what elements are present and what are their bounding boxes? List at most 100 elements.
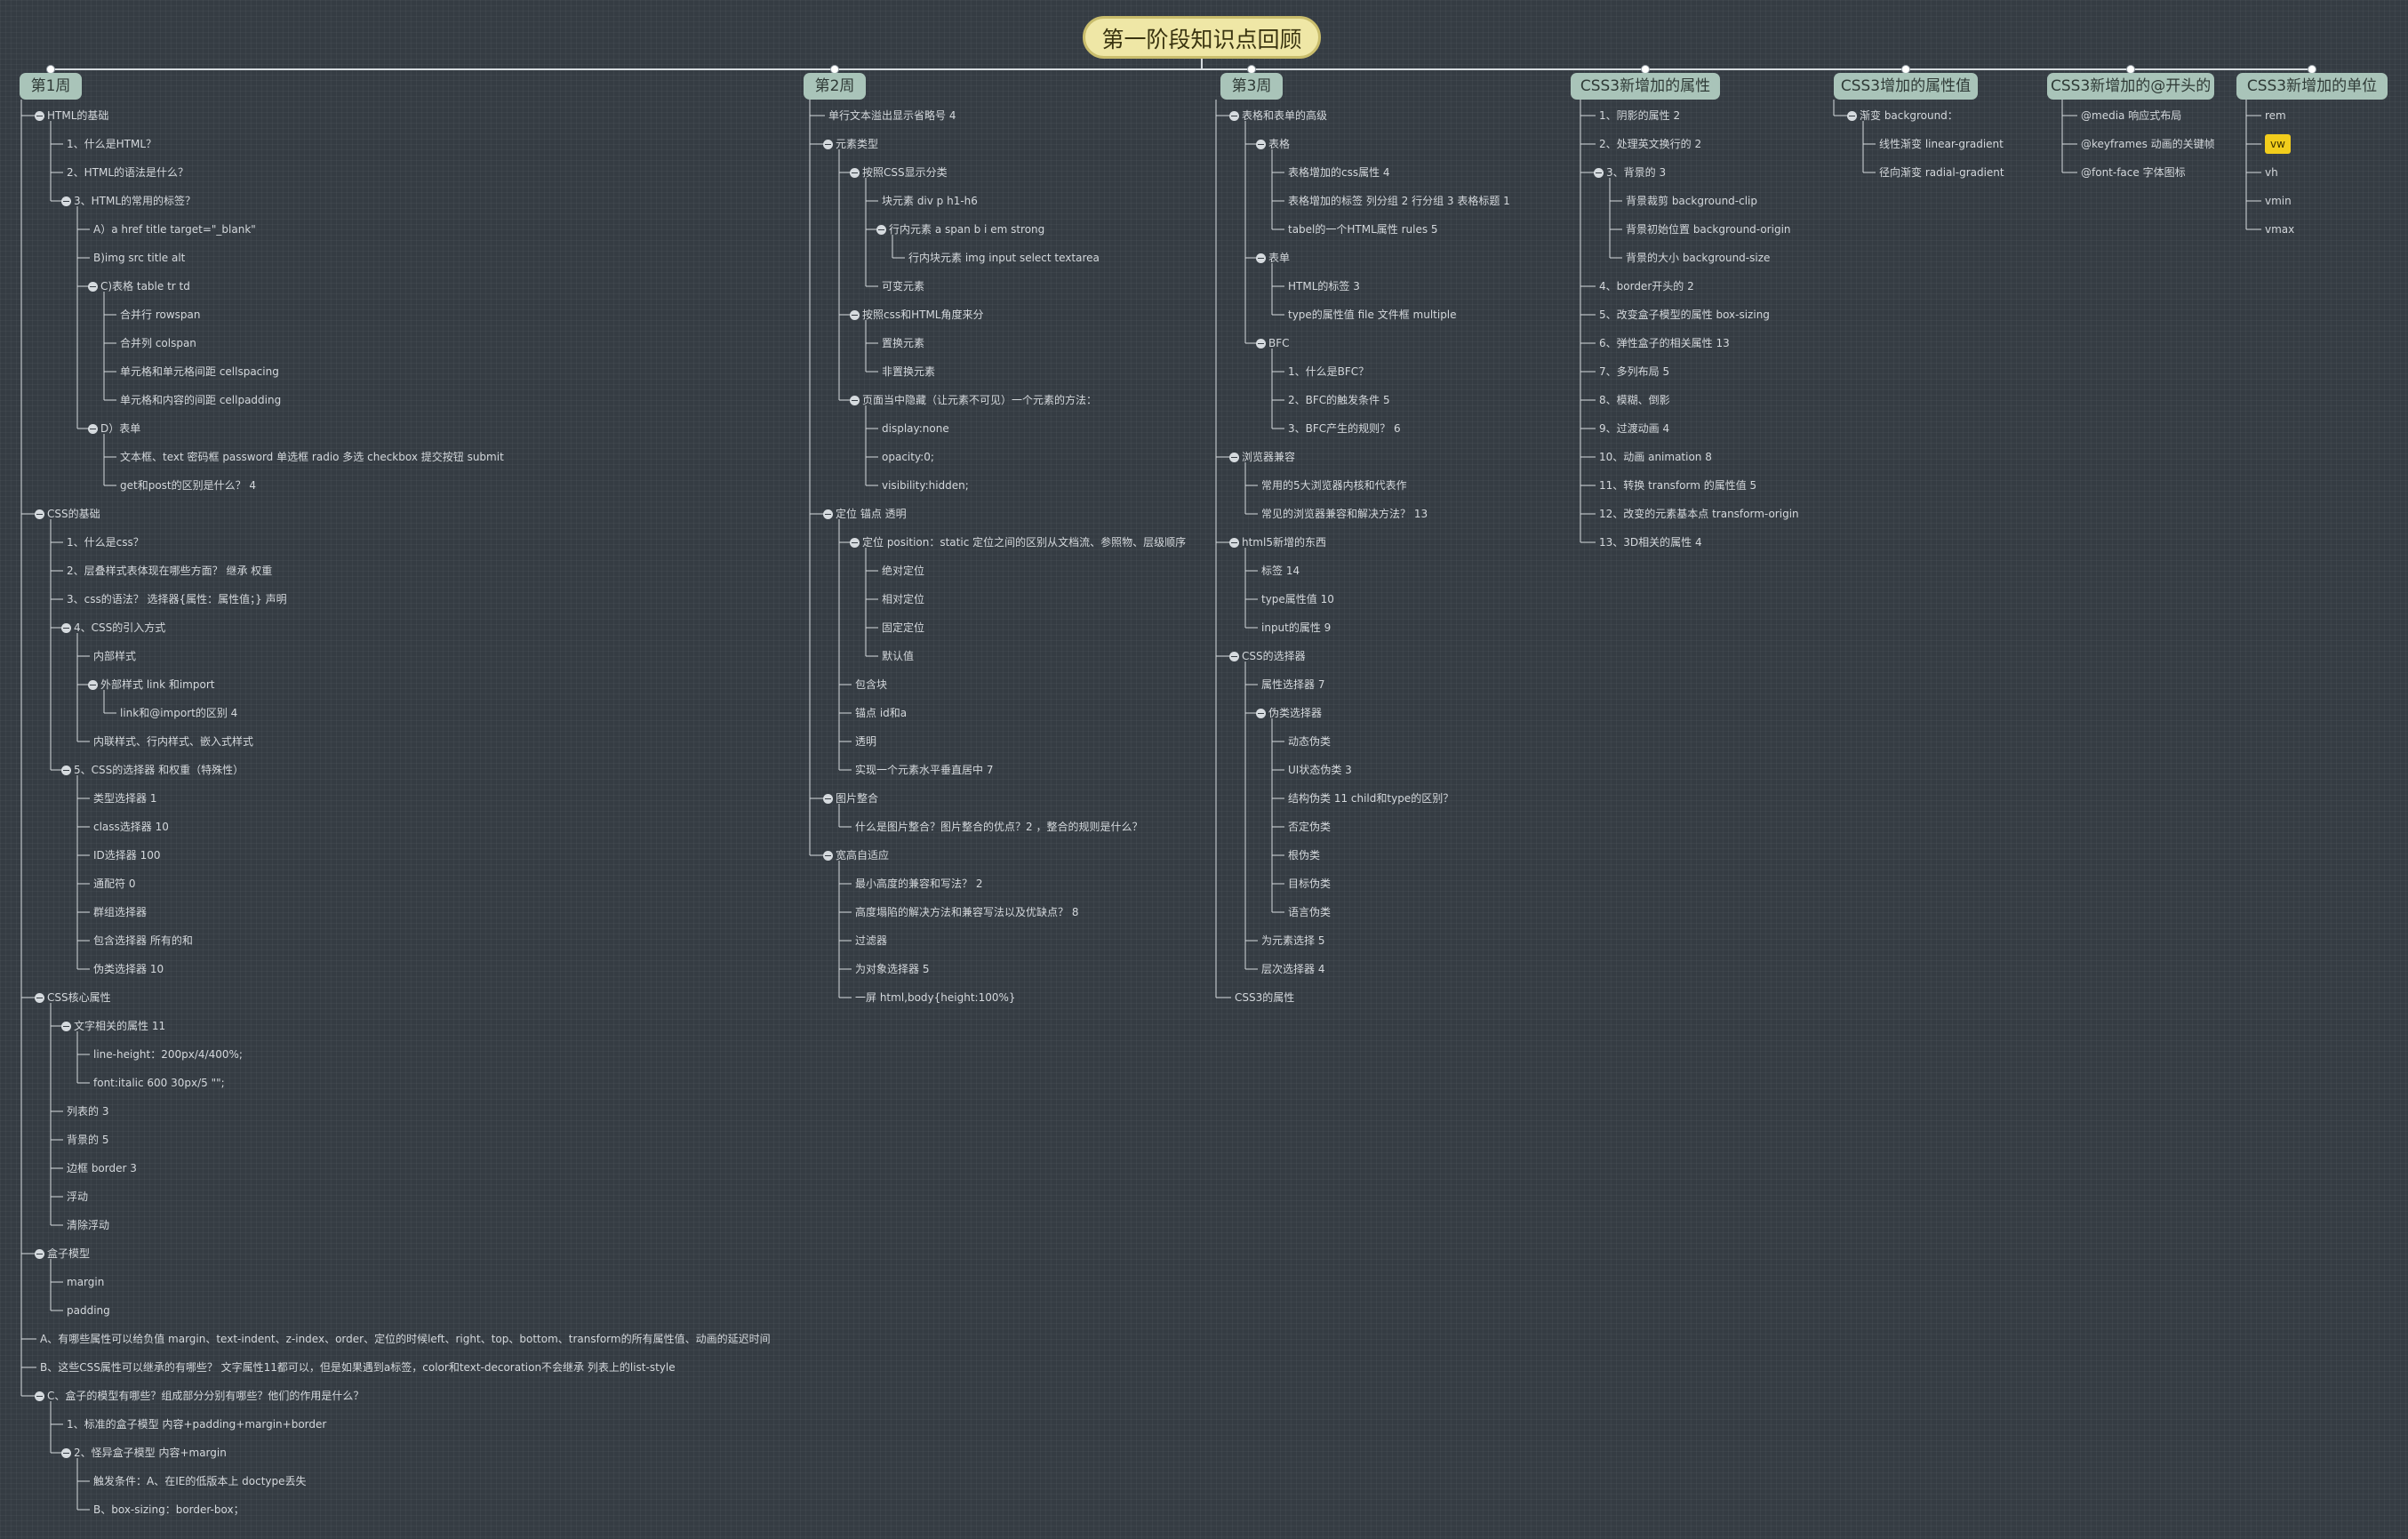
collapse-toggle-icon[interactable] [88, 424, 98, 434]
topic-html-body-height-100-b1-32[interactable]: 一屏 html,body{height:100%} [855, 991, 1016, 1004]
topic-2-bfc-5-b2-11[interactable]: 2、BFC的触发条件 5 [1288, 394, 1390, 406]
topic-b-box-sizing-border-box-b0-50[interactable]: B、box-sizing：border-box； [93, 1503, 244, 1516]
collapse-toggle-icon[interactable] [850, 538, 860, 548]
collapse-toggle-icon[interactable] [850, 168, 860, 178]
topic-vw-b6-2[interactable]: vw [2265, 134, 2291, 154]
topic-position-static-b1-16[interactable]: 定位 position：static 定位之间的区别从文档流、参照物、层级顺序 [862, 536, 1187, 549]
topic-html-b0-1[interactable]: HTML的基础 [47, 109, 109, 122]
collapse-toggle-icon[interactable] [1256, 709, 1266, 718]
topic-html5-b2-16[interactable]: html5新增的东西 [1242, 536, 1326, 549]
topic-1-padding-margin-border-b0-47[interactable]: 1、标准的盒子模型 内容+padding+margin+border [67, 1418, 327, 1431]
collapse-toggle-icon[interactable] [1229, 652, 1239, 661]
topic-div-p-h1-h6-b1-4[interactable]: 块元素 div p h1-h6 [882, 195, 978, 207]
topic-6-13-b3-9[interactable]: 6、弹性盒子的相关属性 13 [1599, 337, 1730, 349]
topic-colspan-b0-9[interactable]: 合并列 colspan [120, 337, 196, 349]
topic-topic-b0-23[interactable]: 内联样式、行内样式、嵌入式样式 [93, 735, 254, 748]
topic-topic-b1-18[interactable]: 相对定位 [882, 593, 925, 605]
topic-linear-gradient-b4-2[interactable]: 线性渐变 linear-gradient [1879, 138, 2004, 150]
topic-input-9-b2-19[interactable]: input的属性 9 [1261, 621, 1332, 634]
topic-keyframes-b5-2[interactable]: @keyframes 动画的关键帧 [2081, 138, 2215, 150]
collapse-toggle-icon[interactable] [823, 794, 833, 804]
topic-13-b2-15[interactable]: 常见的浏览器兼容和解决方法？ 13 [1261, 508, 1428, 520]
topic-background-origin-b3-5[interactable]: 背景初始位置 background-origin [1626, 223, 1791, 236]
topic-vmax-b6-5[interactable]: vmax [2265, 223, 2295, 236]
topic-10-b0-31[interactable]: 伪类选择器 10 [93, 963, 164, 975]
topic-topic-b0-29[interactable]: 群组选择器 [93, 906, 148, 918]
topic-5-b2-14[interactable]: 常用的5大浏览器内核和代表作 [1261, 479, 1407, 492]
topic-topic-b0-20[interactable]: 内部样式 [93, 650, 137, 662]
topic-c-b0-46[interactable]: C、盒子的模型有哪些？组成部分分别有哪些？他们的作用是什么？ [47, 1390, 364, 1402]
topic-topic-b2-6[interactable]: 表单 [1268, 252, 1291, 264]
topic-7-b1-24[interactable]: 实现一个元素水平垂直居中 7 [855, 764, 994, 776]
topic-topic-b1-2[interactable]: 元素类型 [836, 138, 879, 150]
topic-9-4-b3-12[interactable]: 9、过渡动画 4 [1599, 422, 1670, 435]
root-topic[interactable]: 第一阶段知识点回顾 [1083, 16, 1321, 59]
topic-7-5-b3-10[interactable]: 7、多列布局 5 [1599, 365, 1670, 378]
topic-b-css-11-a-color-text-decoration-list-style-b0-45[interactable]: B、这些CSS属性可以继承的有哪些？ 文字属性11都可以，但是如果遇到a标签，c… [40, 1361, 676, 1374]
collapse-toggle-icon[interactable] [850, 396, 860, 405]
collapse-toggle-icon[interactable] [1256, 339, 1266, 349]
topic-14-b2-17[interactable]: 标签 14 [1261, 565, 1300, 577]
topic-topic-b1-20[interactable]: 默认值 [882, 650, 915, 662]
topic-bfc-b2-9[interactable]: BFC [1268, 337, 1290, 349]
topic-3-3-b3-3[interactable]: 3、背景的 3 [1606, 166, 1667, 179]
branch-6-topic[interactable]: CSS3新增加的@开头的 [2047, 73, 2214, 100]
topic-4-css-b0-19[interactable]: 4、CSS的引入方式 [74, 621, 166, 634]
topic-11-child-type-b2-25[interactable]: 结构伪类 11 child和type的区别？ [1288, 792, 1454, 805]
topic-8-b3-11[interactable]: 8、模糊、倒影 [1599, 394, 1670, 406]
topic-css-b2-20[interactable]: CSS的选择器 [1242, 650, 1306, 662]
topic-topic-b0-41[interactable]: 盒子模型 [47, 1247, 91, 1260]
topic-font-face-b5-3[interactable]: @font-face 字体图标 [2081, 166, 2186, 179]
topic-topic-b1-30[interactable]: 过滤器 [855, 934, 888, 947]
topic-vh-b6-3[interactable]: vh [2265, 166, 2278, 179]
topic-5-box-sizing-b3-8[interactable]: 5、改变盒子模型的属性 box-sizing [1599, 309, 1770, 321]
topic-topic-b2-22[interactable]: 伪类选择器 [1268, 707, 1323, 719]
topic-4-border-2-b3-7[interactable]: 4、border开头的 2 [1599, 280, 1694, 293]
topic-c-table-tr-td-b0-7[interactable]: C)表格 table tr td [100, 280, 190, 293]
topic-4-b1-1[interactable]: 单行文本溢出显示省略号 4 [828, 109, 956, 122]
branch-2-topic[interactable]: 第2周 [804, 73, 866, 100]
topic-topic-b2-26[interactable]: 否定伪类 [1288, 821, 1332, 833]
topic-10-animation-8-b3-13[interactable]: 10、动画 animation 8 [1599, 451, 1712, 463]
topic-5-css-b0-24[interactable]: 5、CSS的选择器 和权重（特殊性） [74, 764, 244, 776]
topic-type-file-multiple-b2-8[interactable]: type的属性值 file 文件框 multiple [1288, 309, 1457, 321]
topic-id-a-b1-22[interactable]: 锚点 id和a [855, 707, 908, 719]
topic-1-bfc-b2-10[interactable]: 1、什么是BFC？ [1288, 365, 1370, 378]
topic-2-html-b0-3[interactable]: 2、HTML的语法是什么？ [67, 166, 189, 179]
collapse-toggle-icon[interactable] [61, 196, 71, 206]
collapse-toggle-icon[interactable] [1256, 140, 1266, 149]
topic-topic-b0-30[interactable]: 包含选择器 所有的和 [93, 934, 193, 947]
topic-5-b0-37[interactable]: 背景的 5 [67, 1134, 109, 1146]
topic-topic-b2-13[interactable]: 浏览器兼容 [1242, 451, 1296, 463]
topic-rowspan-b0-8[interactable]: 合并行 rowspan [120, 309, 201, 321]
topic-topic-b1-9[interactable]: 置换元素 [882, 337, 925, 349]
topic-vmin-b6-4[interactable]: vmin [2265, 195, 2292, 207]
collapse-toggle-icon[interactable] [850, 310, 860, 320]
collapse-toggle-icon[interactable] [876, 225, 886, 235]
collapse-toggle-icon[interactable] [61, 623, 71, 633]
collapse-toggle-icon[interactable] [35, 993, 44, 1003]
topic-display-none-b1-12[interactable]: display:none [882, 422, 949, 435]
topic-id-100-b0-27[interactable]: ID选择器 100 [93, 849, 161, 862]
topic-visibility-hidden-b1-14[interactable]: visibility:hidden; [882, 479, 969, 492]
collapse-toggle-icon[interactable] [1847, 111, 1857, 121]
branch-7-topic[interactable]: CSS3新增加的单位 [2236, 73, 2388, 100]
topic-topic-b0-39[interactable]: 浮动 [67, 1190, 89, 1203]
topic-topic-b1-25[interactable]: 图片整合 [836, 792, 879, 805]
topic-2-margin-b0-48[interactable]: 2、怪异盒子模型 内容+margin [74, 1447, 227, 1459]
topic-12-transform-origin-b3-15[interactable]: 12、改变的元素基本点 transform-origin [1599, 508, 1799, 520]
collapse-toggle-icon[interactable] [1256, 253, 1266, 263]
topic-topic-b1-21[interactable]: 包含块 [855, 678, 888, 691]
collapse-toggle-icon[interactable] [1229, 453, 1239, 462]
topic-radial-gradient-b4-3[interactable]: 径向渐变 radial-gradient [1879, 166, 2004, 179]
topic-topic-b1-10[interactable]: 非置换元素 [882, 365, 936, 378]
topic-topic-b2-27[interactable]: 根伪类 [1288, 849, 1321, 862]
topic-topic-b2-28[interactable]: 目标伪类 [1288, 878, 1332, 890]
topic-3-css-b0-18[interactable]: 3、css的语法？ 选择器{属性：属性值；} 声明 [67, 593, 287, 605]
topic-2-b1-28[interactable]: 最小高度的兼容和写法？ 2 [855, 878, 983, 890]
topic-cellspacing-b0-10[interactable]: 单元格和单元格间距 cellspacing [120, 365, 279, 378]
topic-11-transform-5-b3-14[interactable]: 11、转换 transform 的属性值 5 [1599, 479, 1757, 492]
topic-b-img-src-title-alt-b0-6[interactable]: B)img src title alt [93, 252, 186, 264]
topic-0-b0-28[interactable]: 通配符 0 [93, 878, 136, 890]
topic-4-b2-31[interactable]: 层次选择器 4 [1261, 963, 1325, 975]
